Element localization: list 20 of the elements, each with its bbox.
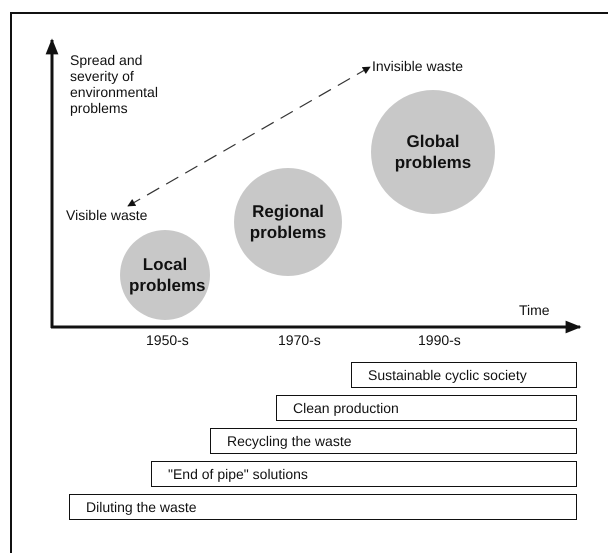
tick-label: 1950-s — [146, 332, 189, 348]
annotation-text: Visible waste — [66, 207, 148, 223]
circle-label: Regional problems — [248, 201, 328, 243]
bar-label: "End of pipe" solutions — [168, 466, 308, 482]
bar-label: Clean production — [293, 400, 399, 416]
bar-label: Sustainable cyclic society — [368, 367, 527, 383]
timeline-bar — [69, 494, 577, 520]
timeline-bar — [351, 362, 577, 388]
bar-label: Recycling the waste — [227, 433, 352, 449]
timeline-bar — [151, 461, 577, 487]
annotation-text: Invisible waste — [372, 58, 464, 74]
axis-label: Spread and severity of environmental problems — [70, 52, 159, 116]
tick-label: 1990-s — [418, 332, 461, 348]
bar-label: Diluting the waste — [86, 499, 197, 515]
timeline-bar — [210, 428, 577, 454]
circle-label: Global problems — [394, 131, 472, 173]
axis-label: Time — [519, 302, 550, 318]
tick-label: 1970-s — [278, 332, 321, 348]
timeline-bar — [276, 395, 577, 421]
arrow — [127, 66, 371, 207]
